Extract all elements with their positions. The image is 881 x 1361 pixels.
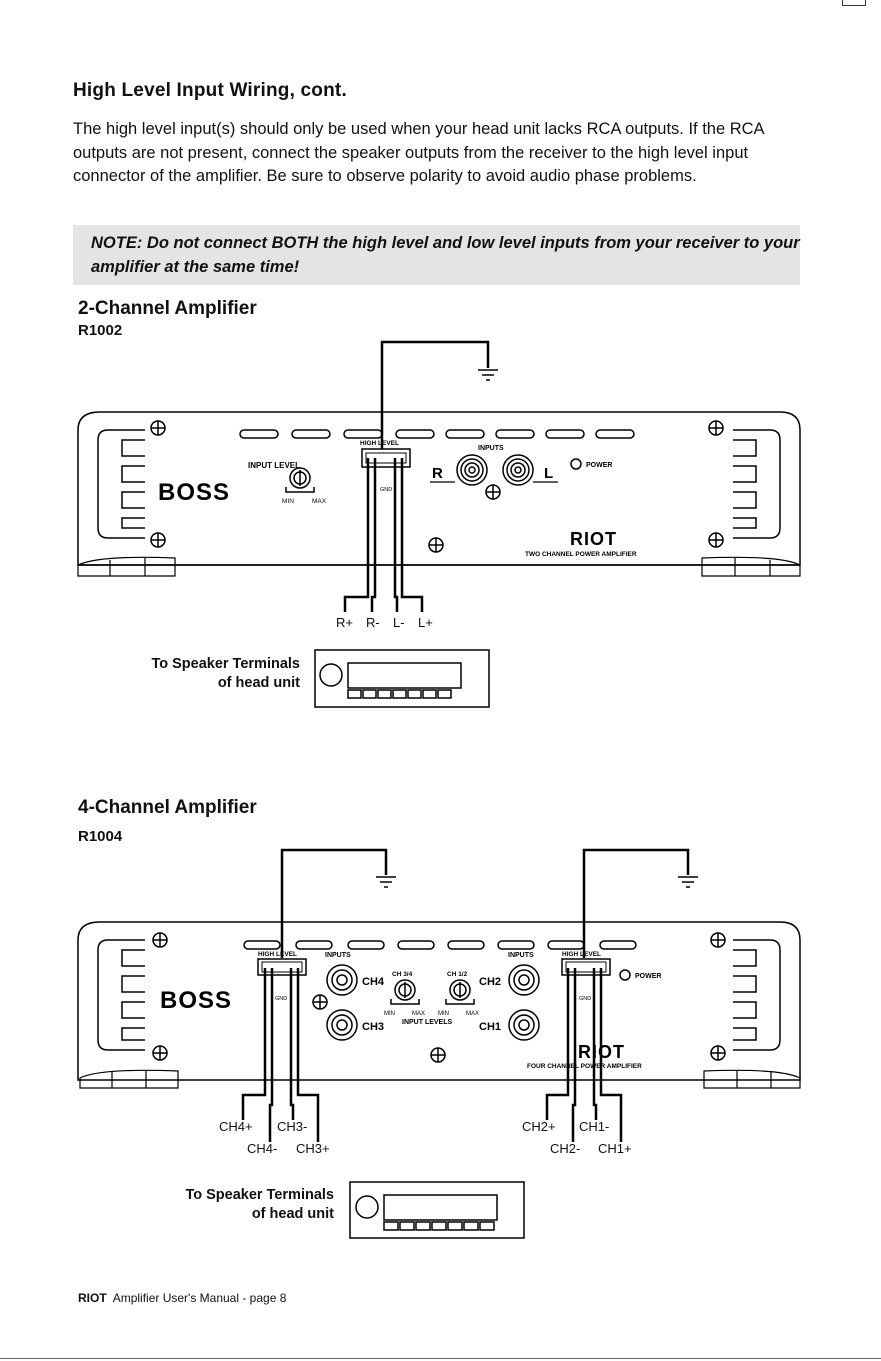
svg-text:INPUT LEVELS: INPUT LEVELS <box>402 1019 453 1026</box>
head-unit-icon <box>349 1181 525 1239</box>
two-channel-model: R1002 <box>78 322 123 339</box>
rca-jack-icon <box>456 454 534 486</box>
svg-text:TWO CHANNEL POWER AMPLIFIER: TWO CHANNEL POWER AMPLIFIER <box>525 551 637 558</box>
svg-text:R: R <box>432 465 443 482</box>
head-unit-icon <box>314 649 490 708</box>
two-channel-title: 2-Channel Amplifier <box>78 298 257 319</box>
ground-wire <box>380 340 490 452</box>
svg-text:CH4: CH4 <box>362 976 385 988</box>
svg-text:INPUTS: INPUTS <box>325 952 351 959</box>
svg-text:POWER: POWER <box>635 973 661 980</box>
amp-foot-left <box>77 556 176 577</box>
inputs-label: INPUTS <box>478 445 504 452</box>
two-channel-diagram: BOSS INPUT LEVEL MIN MAX HIGH LEVEL GND … <box>77 340 801 708</box>
footer-brand: RIOT <box>78 1291 107 1305</box>
speaker-wires <box>241 968 623 1142</box>
svg-text:CH 1/2: CH 1/2 <box>447 971 468 978</box>
svg-text:CH 3/4: CH 3/4 <box>392 971 413 978</box>
footer-text: Amplifier User's Manual - page 8 <box>112 1291 287 1305</box>
heatsink-left <box>97 429 145 539</box>
brand-logo: BOSS <box>160 987 232 1014</box>
head-unit-caption: To Speaker Terminals of head unit <box>185 1187 334 1222</box>
vent-slots <box>239 429 635 439</box>
head-unit-caption: To Speaker Terminals of head unit <box>151 656 300 691</box>
wire-label-ch2-plus: CH2+ <box>522 1119 556 1134</box>
amp-body <box>77 921 801 1081</box>
riot-logo: RIOT <box>570 529 617 549</box>
svg-text:HIGH LEVEL: HIGH LEVEL <box>562 951 601 958</box>
heatsink-right <box>733 429 781 539</box>
rca-jack-icon <box>326 964 540 1041</box>
wire-label-ch4-minus: CH4- <box>247 1141 278 1156</box>
intro-paragraph: The high level input(s) should only be u… <box>73 120 764 185</box>
four-channel-model: R1004 <box>78 828 123 845</box>
svg-text:MIN: MIN <box>384 1011 395 1017</box>
wire-label-l-minus: L- <box>393 615 405 630</box>
svg-text:GND: GND <box>579 996 591 1002</box>
note-box: NOTE: Do not connect BOTH the high level… <box>73 225 800 285</box>
wire-label-ch4-plus: CH4+ <box>219 1119 253 1134</box>
wire-label-ch3-minus: CH3- <box>277 1119 308 1134</box>
high-level-label: HIGH LEVEL <box>360 440 399 447</box>
page-heading: High Level Input Wiring, cont. <box>73 80 347 101</box>
power-led-icon <box>619 969 631 981</box>
svg-text:FOUR CHANNEL POWER AMPLIFIER: FOUR CHANNEL POWER AMPLIFIER <box>527 1063 642 1070</box>
wire-label-ch2-minus: CH2- <box>550 1141 581 1156</box>
wire-label-r-minus: R- <box>366 615 380 630</box>
gain-knob-icon <box>390 979 475 1005</box>
svg-text:GND: GND <box>275 996 287 1002</box>
wire-label-ch1-plus: CH1+ <box>598 1141 632 1156</box>
svg-text:CH3: CH3 <box>362 1021 384 1033</box>
wire-label-ch3-plus: CH3+ <box>296 1141 330 1156</box>
amp-body <box>77 411 801 566</box>
svg-text:POWER: POWER <box>586 462 612 469</box>
four-channel-title: 4-Channel Amplifier <box>78 797 257 818</box>
crop-mark-top-right <box>842 0 866 6</box>
gain-knob-icon <box>285 467 315 493</box>
power-led-icon <box>570 458 582 470</box>
bottom-rule <box>0 1358 881 1359</box>
svg-text:L: L <box>544 465 553 482</box>
page-footer: RIOT Amplifier User's Manual - page 8 <box>78 1291 286 1305</box>
ground-symbol-icon <box>678 876 698 888</box>
screw-icon <box>152 932 726 1063</box>
ground-symbol-icon <box>478 369 498 381</box>
screw-icon <box>150 420 724 553</box>
svg-text:MAX: MAX <box>312 498 327 505</box>
wire-label-r-plus: R+ <box>336 615 353 630</box>
ground-symbol-icon <box>376 876 396 888</box>
svg-text:MAX: MAX <box>412 1011 425 1017</box>
speaker-wires <box>343 458 424 612</box>
four-channel-diagram: BOSS HIGH LEVEL GND HIGH LEVEL GND INPUT… <box>77 848 801 1239</box>
svg-text:MIN: MIN <box>282 498 294 505</box>
svg-text:MIN: MIN <box>438 1011 449 1017</box>
wire-label-l-plus: L+ <box>418 615 433 630</box>
svg-text:MAX: MAX <box>466 1011 479 1017</box>
svg-text:GND: GND <box>380 487 392 493</box>
svg-text:INPUTS: INPUTS <box>508 952 534 959</box>
wire-label-ch1-minus: CH1- <box>579 1119 610 1134</box>
amp-foot-right <box>701 556 801 577</box>
svg-text:CH1: CH1 <box>479 1021 501 1033</box>
input-level-label: INPUT LEVEL <box>248 461 300 470</box>
svg-text:CH2: CH2 <box>479 976 501 988</box>
svg-text:HIGH LEVEL: HIGH LEVEL <box>258 951 297 958</box>
brand-logo: BOSS <box>158 479 230 506</box>
